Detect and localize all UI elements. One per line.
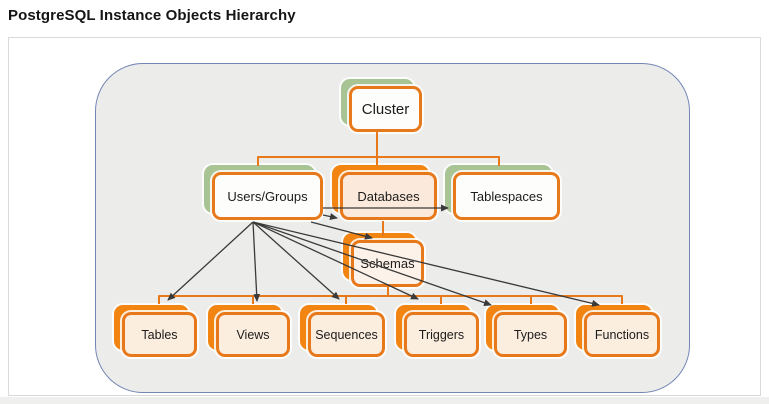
node-databases: Databases: [332, 165, 437, 220]
node-label: Tables: [122, 312, 197, 357]
node-label: Functions: [584, 312, 660, 357]
node-schemas: Schemas: [343, 233, 424, 287]
node-label: Views: [216, 312, 290, 357]
page-title: PostgreSQL Instance Objects Hierarchy: [8, 7, 296, 24]
node-triggers: Triggers: [396, 305, 479, 357]
node-label: Sequences: [308, 312, 385, 357]
node-label: Users/Groups: [212, 172, 323, 220]
node-sequences: Sequences: [300, 305, 385, 357]
node-views: Views: [208, 305, 290, 357]
node-tables: Tables: [114, 305, 197, 357]
node-label: Databases: [340, 172, 437, 220]
node-label: Schemas: [351, 240, 424, 287]
node-functions: Functions: [576, 305, 660, 357]
node-tablespaces: Tablespaces: [445, 165, 560, 220]
node-label: Cluster: [349, 86, 422, 132]
node-cluster: Cluster: [341, 79, 422, 132]
node-label: Types: [494, 312, 567, 357]
bottom-strip: [0, 397, 769, 404]
node-types: Types: [486, 305, 567, 357]
node-label: Tablespaces: [453, 172, 560, 220]
node-users-groups: Users/Groups: [204, 165, 323, 220]
node-label: Triggers: [404, 312, 479, 357]
